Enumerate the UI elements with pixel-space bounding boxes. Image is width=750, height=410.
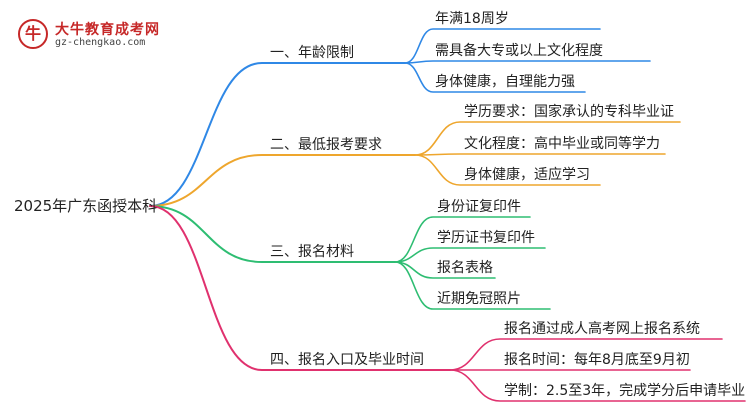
leaf-time-1: 报名通过成人高考网上报名系统 — [504, 321, 700, 337]
leaf-req-2: 文化程度：高中毕业或同等学力 — [464, 136, 660, 152]
leaf-mat-1: 身份证复印件 — [437, 199, 521, 215]
leaf-mat-2: 学历证书复印件 — [437, 230, 535, 246]
branch-connector-2 — [149, 154, 416, 207]
branch-materials: 三、报名材料 — [270, 244, 354, 260]
leaf-connector-1-2 — [404, 60, 651, 64]
leaf-age-2: 需具备大专或以上文化程度 — [435, 43, 603, 59]
leaf-connector-3-4 — [394, 261, 551, 310]
leaf-connector-2-1 — [414, 121, 681, 156]
leaf-connector-2-2 — [414, 153, 666, 156]
leaf-time-2: 报名时间：每年8月底至9月初 — [504, 352, 690, 368]
leaf-age-1: 年满18周岁 — [435, 11, 509, 27]
leaf-connector-4-3 — [449, 369, 746, 402]
branch-age-limit: 一、年龄限制 — [270, 45, 354, 61]
leaf-connector-2-3 — [414, 154, 601, 186]
leaf-mat-3: 报名表格 — [437, 260, 493, 276]
leaf-connector-4-1 — [449, 338, 723, 371]
leaf-age-3: 身体健康，自理能力强 — [435, 74, 575, 90]
leaf-connector-3-2 — [394, 247, 546, 263]
leaf-connector-1-1 — [404, 28, 601, 64]
branch-min-requirements: 二、最低报考要求 — [270, 137, 382, 153]
branch-entry-and-graduation: 四、报名入口及毕业时间 — [270, 352, 424, 368]
logo-mark-icon: 牛 — [18, 19, 48, 49]
logo-url: gz-chengkao.com — [55, 37, 146, 48]
leaf-req-1: 学历要求：国家承认的专科毕业证 — [464, 104, 674, 120]
root-topic: 2025年广东函授本科 — [14, 197, 158, 215]
branch-connector-3 — [149, 205, 396, 263]
leaf-connector-1-3 — [404, 62, 586, 93]
branch-connector-4 — [149, 205, 451, 371]
leaf-connector-3-1 — [394, 216, 531, 263]
leaf-mat-4: 近期免冠照片 — [437, 291, 521, 307]
logo-title: 大牛教育成考网 — [55, 22, 160, 38]
leaf-req-3: 身体健康，适应学习 — [464, 167, 590, 183]
site-logo[interactable]: 牛 大牛教育成考网 gz-chengkao.com — [14, 15, 164, 55]
leaf-time-3: 学制：2.5至3年，完成学分后申请毕业 — [504, 383, 746, 399]
branch-connector-1 — [149, 62, 406, 207]
